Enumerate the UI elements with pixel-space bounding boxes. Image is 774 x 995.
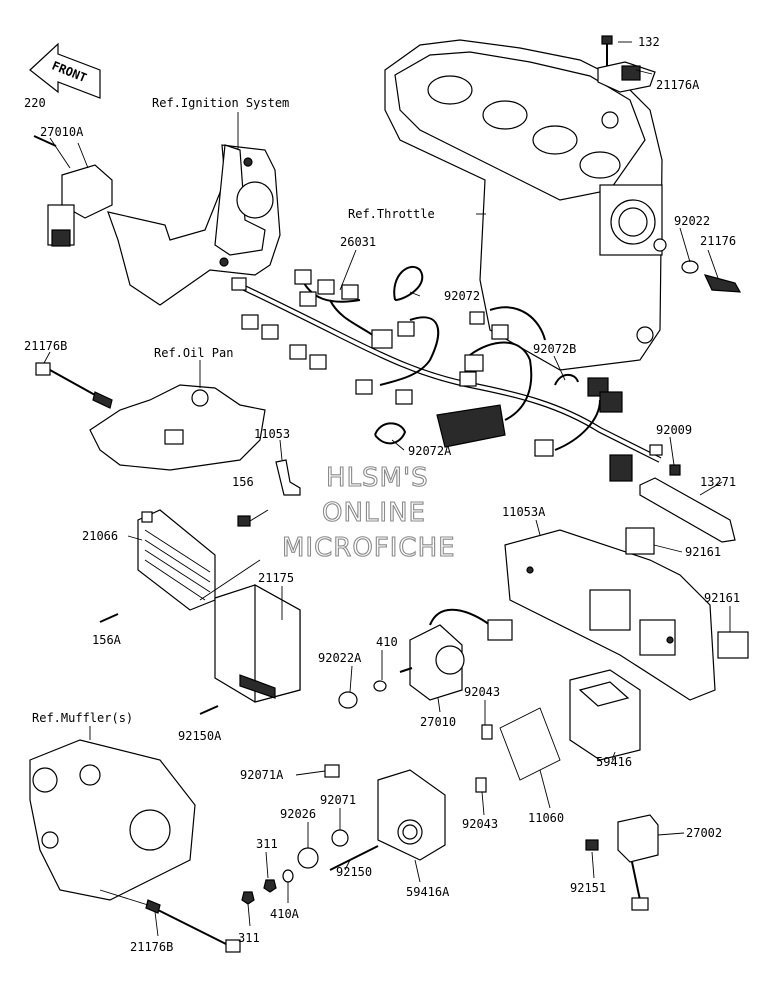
label-21176B-top: 21176B [24, 339, 67, 353]
watermark-line-1: HLSM'S [326, 463, 429, 493]
label-21175: 21175 [258, 571, 294, 585]
bolt-92150-drawing [329, 845, 379, 871]
label-92009: 92009 [656, 423, 692, 437]
cushion-92161-b-drawing [717, 631, 749, 659]
label-59416: 59416 [596, 755, 632, 769]
label-59416A: 59416A [406, 885, 450, 899]
label-92150A: 92150A [178, 729, 222, 743]
label-27002: 27002 [686, 826, 722, 840]
label-220: 220 [24, 96, 46, 110]
label-92071A: 92071A [240, 768, 284, 782]
bolt-92151-drawing [585, 839, 599, 851]
bolt-156-drawing [237, 509, 269, 527]
label-21176B-bottom: 21176B [130, 940, 173, 954]
sensor-21176A-drawing [597, 61, 656, 93]
ref-oil-pan-label: Ref.Oil Pan [154, 346, 233, 360]
throttle-body-drawing [384, 39, 667, 371]
label-92071: 92071 [320, 793, 356, 807]
label-13271: 13271 [700, 475, 736, 489]
bolt-92009-drawing [669, 464, 681, 476]
holder-59416-drawing [569, 669, 641, 761]
label-92151: 92151 [570, 881, 606, 895]
plate-11053A-drawing [504, 529, 716, 701]
regulator-21066-drawing [137, 509, 216, 611]
sensor-27002-drawing [617, 814, 659, 911]
ignition-bracket-drawing [107, 144, 281, 306]
nut-311-a-drawing [263, 879, 277, 893]
label-92072: 92072 [444, 289, 480, 303]
label-11053: 11053 [254, 427, 290, 441]
cap-92071A-drawing [324, 764, 340, 778]
relay-27010-drawing [399, 608, 513, 701]
oil-pan-drawing [89, 384, 266, 471]
label-92043-b: 92043 [462, 817, 498, 831]
gasket-11060-drawing [499, 707, 561, 781]
label-21176: 21176 [700, 234, 736, 248]
label-92072B: 92072B [533, 342, 576, 356]
bracket-11053-drawing [275, 459, 301, 496]
grommet-92071-drawing [331, 829, 349, 847]
label-92022A: 92022A [318, 651, 362, 665]
bolt-220-drawing [33, 135, 57, 147]
bolt-132-drawing [601, 35, 613, 66]
nut-311-b-drawing [241, 891, 255, 905]
label-311-a: 311 [256, 837, 278, 851]
label-410: 410 [376, 635, 398, 649]
bolt-156A-drawing [99, 613, 119, 623]
washer-410A-drawing [282, 869, 294, 883]
label-156A: 156A [92, 633, 122, 647]
label-21176A: 21176A [656, 78, 700, 92]
label-27010A: 27010A [40, 125, 84, 139]
watermark-line-2: ONLINE [322, 498, 426, 528]
muffler-drawing [29, 739, 196, 901]
sensor-21176-drawing [703, 274, 742, 293]
clamp-92072B-drawing [554, 373, 579, 386]
watermark: HLSM'S ONLINE MICROFICHE [281, 462, 456, 563]
grommet-92026-drawing [297, 847, 319, 869]
watermark-line-3: MICROFICHE [282, 533, 456, 563]
label-132: 132 [638, 35, 660, 49]
ref-throttle-label: Ref.Throttle [348, 207, 435, 221]
label-92150: 92150 [336, 865, 372, 879]
cushion-92161-a-drawing [625, 527, 655, 555]
label-311-b: 311 [238, 931, 260, 945]
label-92161-b: 92161 [704, 591, 740, 605]
washer-410-drawing [373, 680, 387, 692]
washer-92022A-drawing [338, 691, 358, 709]
harness-26031-drawing [231, 269, 663, 482]
pin-92043-b-drawing [475, 777, 487, 793]
label-410A: 410A [270, 907, 300, 921]
ref-ignition-system-label: Ref.Ignition System [152, 96, 289, 110]
label-27010: 27010 [420, 715, 456, 729]
label-11053A: 11053A [502, 505, 546, 519]
label-92072A: 92072A [408, 444, 452, 458]
sensor-21176B-bottom-drawing [145, 899, 241, 953]
ref-muffler-label: Ref.Muffler(s) [32, 711, 133, 725]
relay-27010A-drawing [47, 164, 113, 247]
clamp-92072-drawing [393, 265, 424, 301]
front-arrow-icon: FRONT [29, 42, 101, 99]
label-92043-a: 92043 [464, 685, 500, 699]
washer-92022-drawing [681, 260, 699, 274]
cover-59416A-drawing [377, 769, 446, 861]
pin-92043-a-drawing [481, 724, 493, 740]
ecu-21175-drawing [214, 583, 301, 703]
clamp-92072A-drawing [374, 422, 407, 445]
sensor-21176B-top-drawing [35, 362, 113, 409]
bar-13271-drawing [639, 477, 736, 543]
label-26031: 26031 [340, 235, 376, 249]
label-92026: 92026 [280, 807, 316, 821]
label-92161-a: 92161 [685, 545, 721, 559]
leader-lines [43, 41, 731, 937]
label-21066: 21066 [82, 529, 118, 543]
bolt-92150A-drawing [199, 705, 219, 715]
label-11060: 11060 [528, 811, 564, 825]
label-156: 156 [232, 475, 254, 489]
label-92022: 92022 [674, 214, 710, 228]
